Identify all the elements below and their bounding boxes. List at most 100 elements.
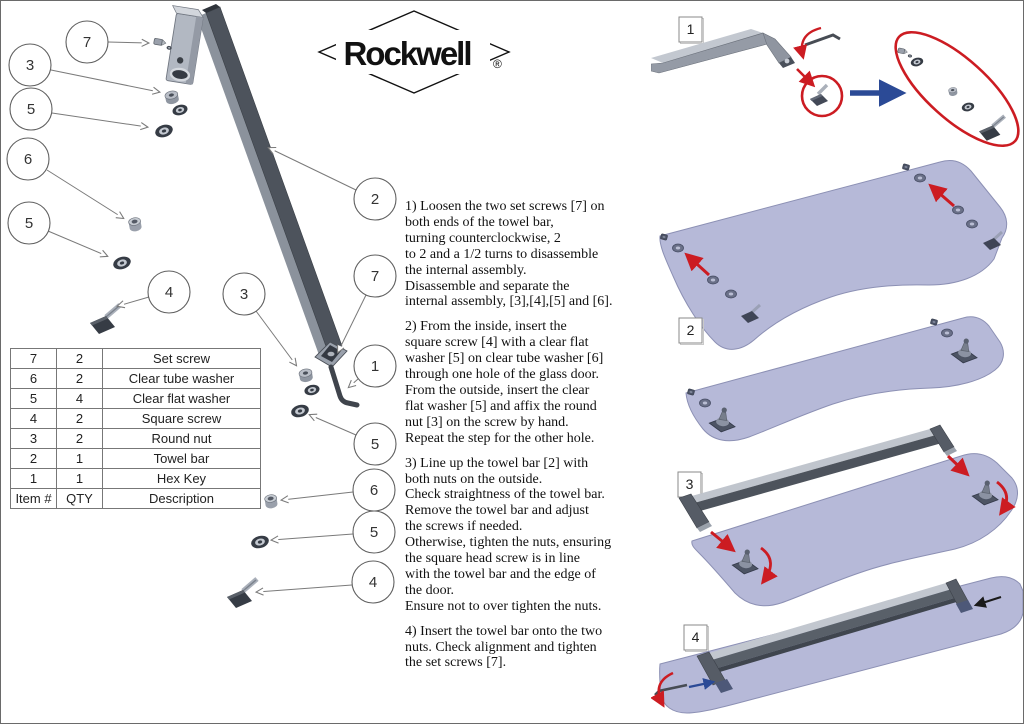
callout-circle: 5: [353, 422, 397, 466]
hex-key-icon: [651, 671, 688, 708]
callout-circle: 7: [65, 20, 109, 64]
towel-bar: [696, 578, 973, 693]
table-cell: Description: [103, 489, 261, 509]
registered-mark: ®: [493, 57, 502, 71]
step-number-box: 4: [683, 624, 709, 652]
callout-label: 3: [26, 57, 34, 74]
brand-logo: Rockwell ®: [317, 10, 511, 94]
square-screw: [227, 579, 257, 608]
instruction-step-3: 3) Line up the towel bar [2] with both n…: [405, 455, 612, 614]
flat-washer: [153, 122, 175, 140]
callout-label: 7: [371, 268, 379, 285]
callout-label: 5: [25, 215, 33, 232]
callout-circle: 6: [352, 468, 396, 512]
rotation-arrow: [996, 480, 1016, 516]
flat-washer: [111, 254, 133, 272]
tube-washer: [263, 493, 279, 510]
callout-circle: 5: [7, 201, 51, 245]
table-cell: 6: [11, 369, 57, 389]
table-cell: Clear tube washer: [103, 369, 261, 389]
callout-label: 6: [24, 151, 32, 168]
rotation-arrow: [760, 546, 778, 585]
table-cell: QTY: [57, 489, 103, 509]
callout-label: 1: [371, 358, 379, 375]
table-cell: 1: [11, 469, 57, 489]
table-cell: Item #: [11, 489, 57, 509]
glass-door: [691, 453, 1018, 607]
step-number-box: 2: [678, 317, 704, 345]
callout-label: 5: [27, 101, 35, 118]
callout-circle: 5: [9, 87, 53, 131]
step-number: 1: [687, 21, 695, 37]
callout-circle: 5: [352, 510, 396, 554]
square-screw: [90, 305, 120, 334]
exploded-view-diagram: 7 3 5 6 5 4 3 2 7 1 5 6 5 4 Rockwell ®: [6, 4, 511, 723]
flat-washer: [303, 383, 321, 397]
callout-circle: 3: [222, 272, 266, 316]
glass-door: [659, 159, 1008, 350]
instruction-step-2: 2) From the inside, insert the square sc…: [405, 319, 604, 446]
callout-circle: 2: [353, 177, 397, 221]
parts-detail-ellipse: [894, 30, 1020, 148]
red-arrow: [710, 530, 736, 553]
instruction-step-4: 4) Insert the towel bar onto the two nut…: [405, 623, 603, 671]
table-cell: 4: [11, 409, 57, 429]
highlight-circle: [800, 74, 844, 118]
table-cell: Clear flat washer: [103, 389, 261, 409]
towel-bar-end-cap: [165, 5, 204, 85]
table-cell: 1: [57, 469, 103, 489]
callout-label: 4: [165, 284, 173, 301]
internal-assembly: [810, 83, 829, 106]
step-1-illustration: 1: [651, 16, 1020, 148]
step-number: 4: [692, 629, 700, 645]
table-cell: 3: [11, 429, 57, 449]
separated-parts: [896, 47, 1004, 141]
table-cell: 4: [57, 389, 103, 409]
round-nut: [163, 89, 181, 106]
table-cell: 5: [11, 389, 57, 409]
callout-circle: 6: [6, 137, 50, 181]
callout-circle: 7: [353, 254, 397, 298]
glass-door: [685, 316, 1004, 442]
table-cell: 2: [57, 429, 103, 449]
towel-bar: [197, 4, 348, 368]
step-number: 2: [687, 322, 695, 338]
step-3-illustration: 3: [677, 424, 1018, 607]
hex-key: [328, 364, 360, 408]
table-cell: 7: [11, 349, 57, 369]
callout-circle: 3: [8, 43, 52, 87]
table-cell: Square screw: [103, 409, 261, 429]
red-arrow: [684, 252, 711, 277]
callout-label: 5: [370, 524, 378, 541]
door-hardware: [659, 163, 1004, 325]
table-cell: Set screw: [103, 349, 261, 369]
callout-label: 2: [371, 191, 379, 208]
glass-door: [659, 576, 1023, 714]
step-4-illustration: 4: [651, 576, 1023, 714]
table-cell: Hex Key: [103, 469, 261, 489]
callout-circles: 7 3 5 6 5 4 3 2 7 1 5 6 5 4: [6, 20, 397, 604]
table-cell: Round nut: [103, 429, 261, 449]
callout-label: 5: [371, 436, 379, 453]
table-cell: Towel bar: [103, 449, 261, 469]
red-arrow: [796, 68, 816, 88]
black-arrow: [973, 596, 1002, 608]
callout-label: 6: [370, 482, 378, 499]
table-cell: 2: [11, 449, 57, 469]
tube-washer: [127, 216, 143, 233]
callout-label: 3: [240, 286, 248, 303]
brand-logo-text: Rockwell: [343, 35, 470, 72]
set-screw: [152, 37, 174, 51]
instruction-step-1: 1) Loosen the two set screws [7] on both…: [405, 199, 613, 310]
callout-circle: 4: [147, 270, 191, 314]
round-nut: [297, 367, 314, 384]
table-cell: 2: [57, 349, 103, 369]
rotation-arrow: [793, 26, 822, 60]
step-number: 3: [686, 476, 694, 492]
flat-washer: [171, 102, 189, 118]
step-illustrations: 1: [651, 16, 1023, 714]
towel-bar: [651, 29, 795, 74]
table-cell: 2: [57, 409, 103, 429]
